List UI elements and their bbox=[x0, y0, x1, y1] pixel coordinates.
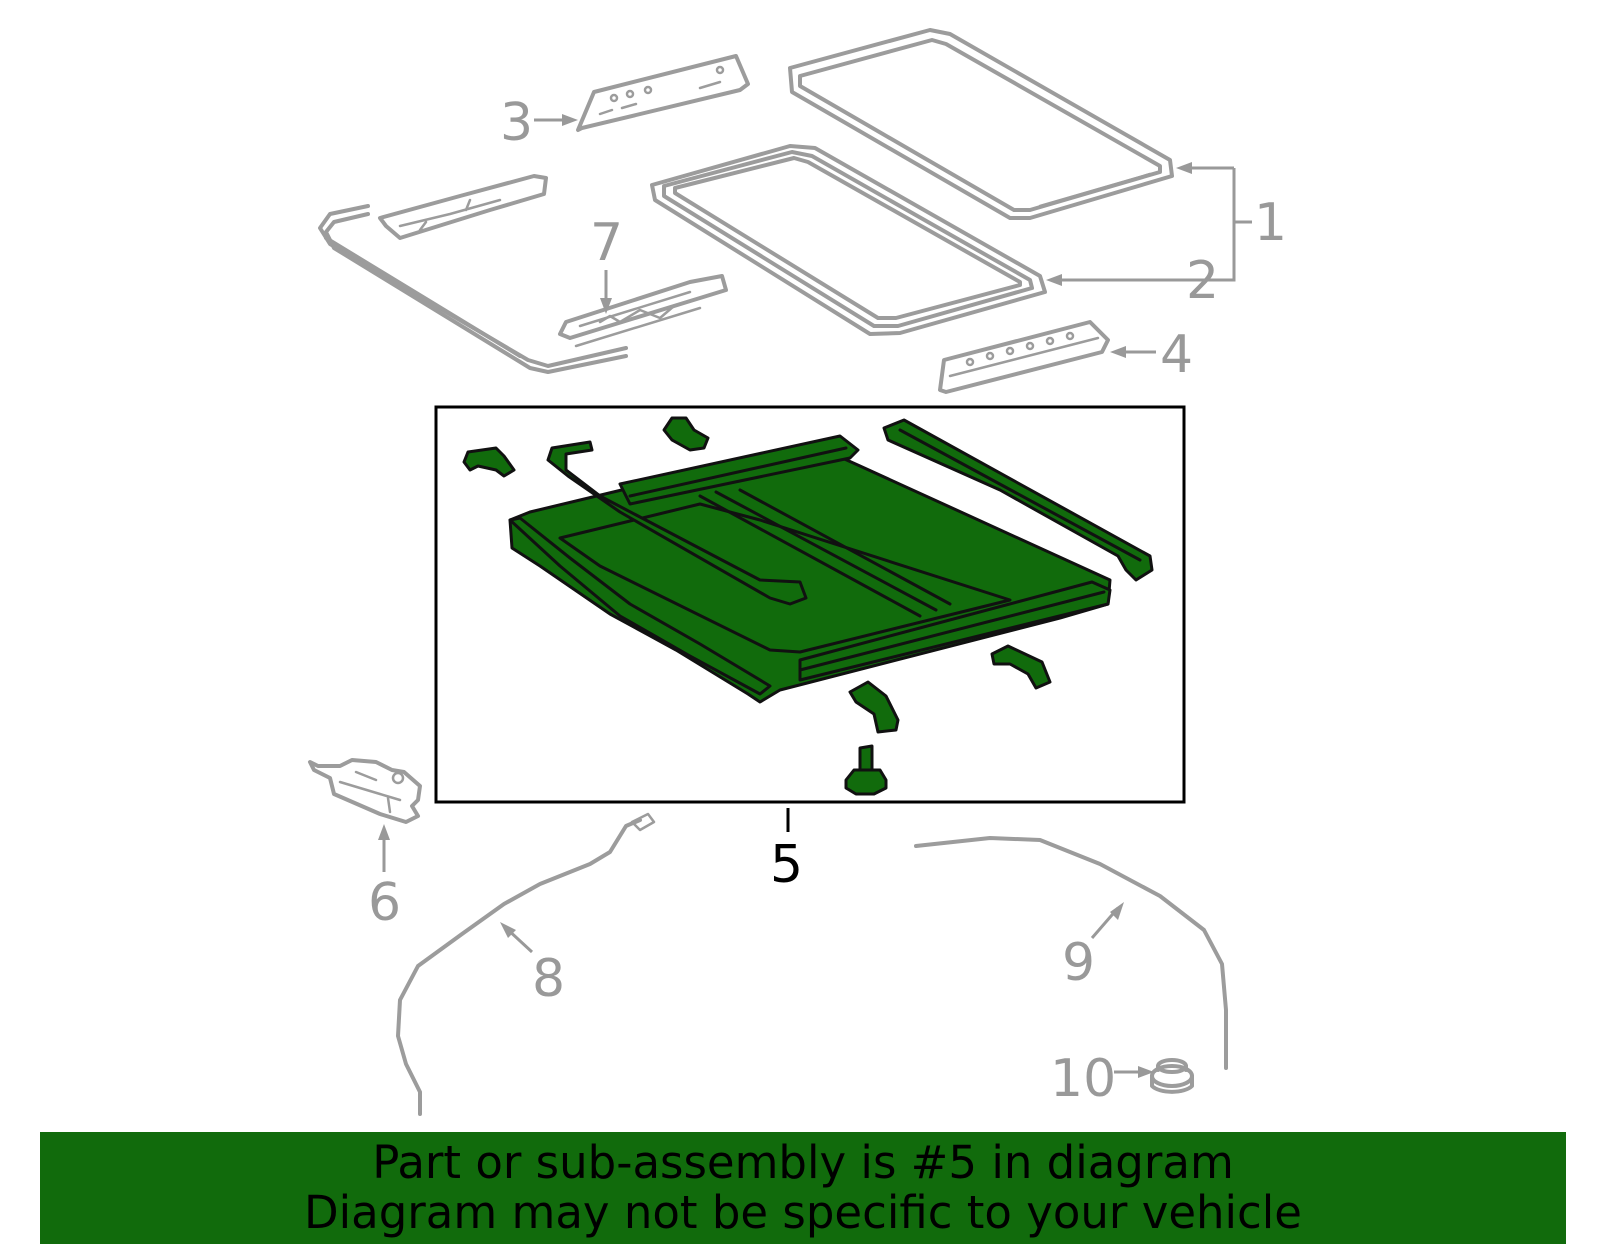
part-3-bracket bbox=[576, 54, 750, 132]
part-2-seal bbox=[650, 144, 1047, 336]
part-4-bracket bbox=[938, 320, 1110, 394]
callout-2: 2 bbox=[1186, 251, 1219, 311]
callout-7: 7 bbox=[590, 213, 623, 273]
leader-lines bbox=[378, 114, 1252, 1078]
callout-4: 4 bbox=[1160, 325, 1193, 385]
part-5-highlight-box bbox=[434, 405, 1186, 804]
callout-10: 10 bbox=[1050, 1049, 1116, 1109]
part-5-housing-assembly bbox=[462, 416, 1154, 796]
part-10-grommet bbox=[1150, 1058, 1194, 1094]
part-6-motor bbox=[308, 758, 422, 824]
info-banner: Part or sub-assembly is #5 in diagram Di… bbox=[40, 1132, 1566, 1244]
part-9-drain-hose bbox=[914, 836, 1228, 1070]
callout-3: 3 bbox=[500, 93, 533, 153]
callout-5: 5 bbox=[770, 835, 803, 895]
callout-1: 1 bbox=[1254, 193, 1287, 253]
callout-6: 6 bbox=[368, 873, 401, 933]
part-7-frame-rail bbox=[318, 174, 728, 374]
part-8-drain-hose bbox=[396, 812, 656, 1116]
part-1-glass-panel bbox=[788, 28, 1174, 220]
banner-line-1: Part or sub-assembly is #5 in diagram bbox=[372, 1136, 1234, 1189]
callout-8: 8 bbox=[532, 949, 565, 1009]
callout-9: 9 bbox=[1062, 933, 1095, 993]
banner-line-2: Diagram may not be specific to your vehi… bbox=[304, 1186, 1302, 1239]
